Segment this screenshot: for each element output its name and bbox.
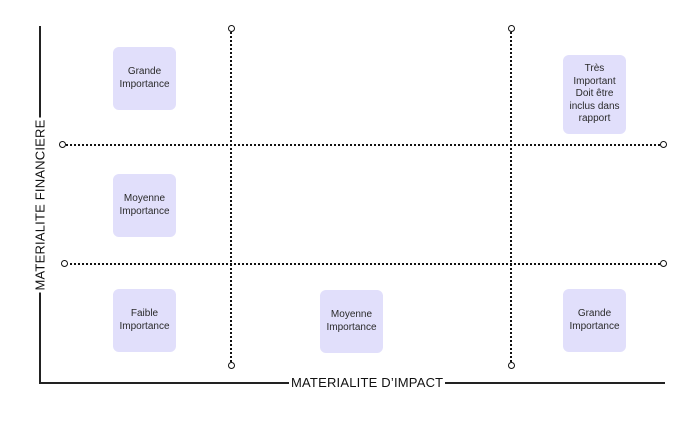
importance-box-bottom-right: Grande Importance	[563, 289, 626, 352]
grid-vertical-left	[230, 29, 232, 366]
grid-endpoint	[660, 260, 667, 267]
grid-endpoint	[508, 362, 515, 369]
grid-endpoint	[61, 260, 68, 267]
grid-endpoint	[660, 141, 667, 148]
y-axis-label: MATERIALITE FINANCIERE	[32, 117, 48, 293]
importance-box-bottom-center: Moyenne Importance	[320, 290, 383, 353]
grid-endpoint	[228, 25, 235, 32]
x-axis-label: MATERIALITE D’IMPACT	[289, 375, 446, 390]
grid-horizontal-top	[63, 144, 664, 146]
importance-box-top-right: Très Important Doit être inclus dans rap…	[563, 55, 626, 134]
importance-box-top-left: Grande Importance	[113, 47, 176, 110]
grid-horizontal-bottom	[65, 263, 664, 265]
importance-box-bottom-left: Faible Importance	[113, 289, 176, 352]
grid-endpoint	[508, 25, 515, 32]
importance-box-mid-left: Moyenne Importance	[113, 174, 176, 237]
grid-endpoint	[59, 141, 66, 148]
grid-endpoint	[228, 362, 235, 369]
grid-vertical-right	[510, 29, 512, 366]
